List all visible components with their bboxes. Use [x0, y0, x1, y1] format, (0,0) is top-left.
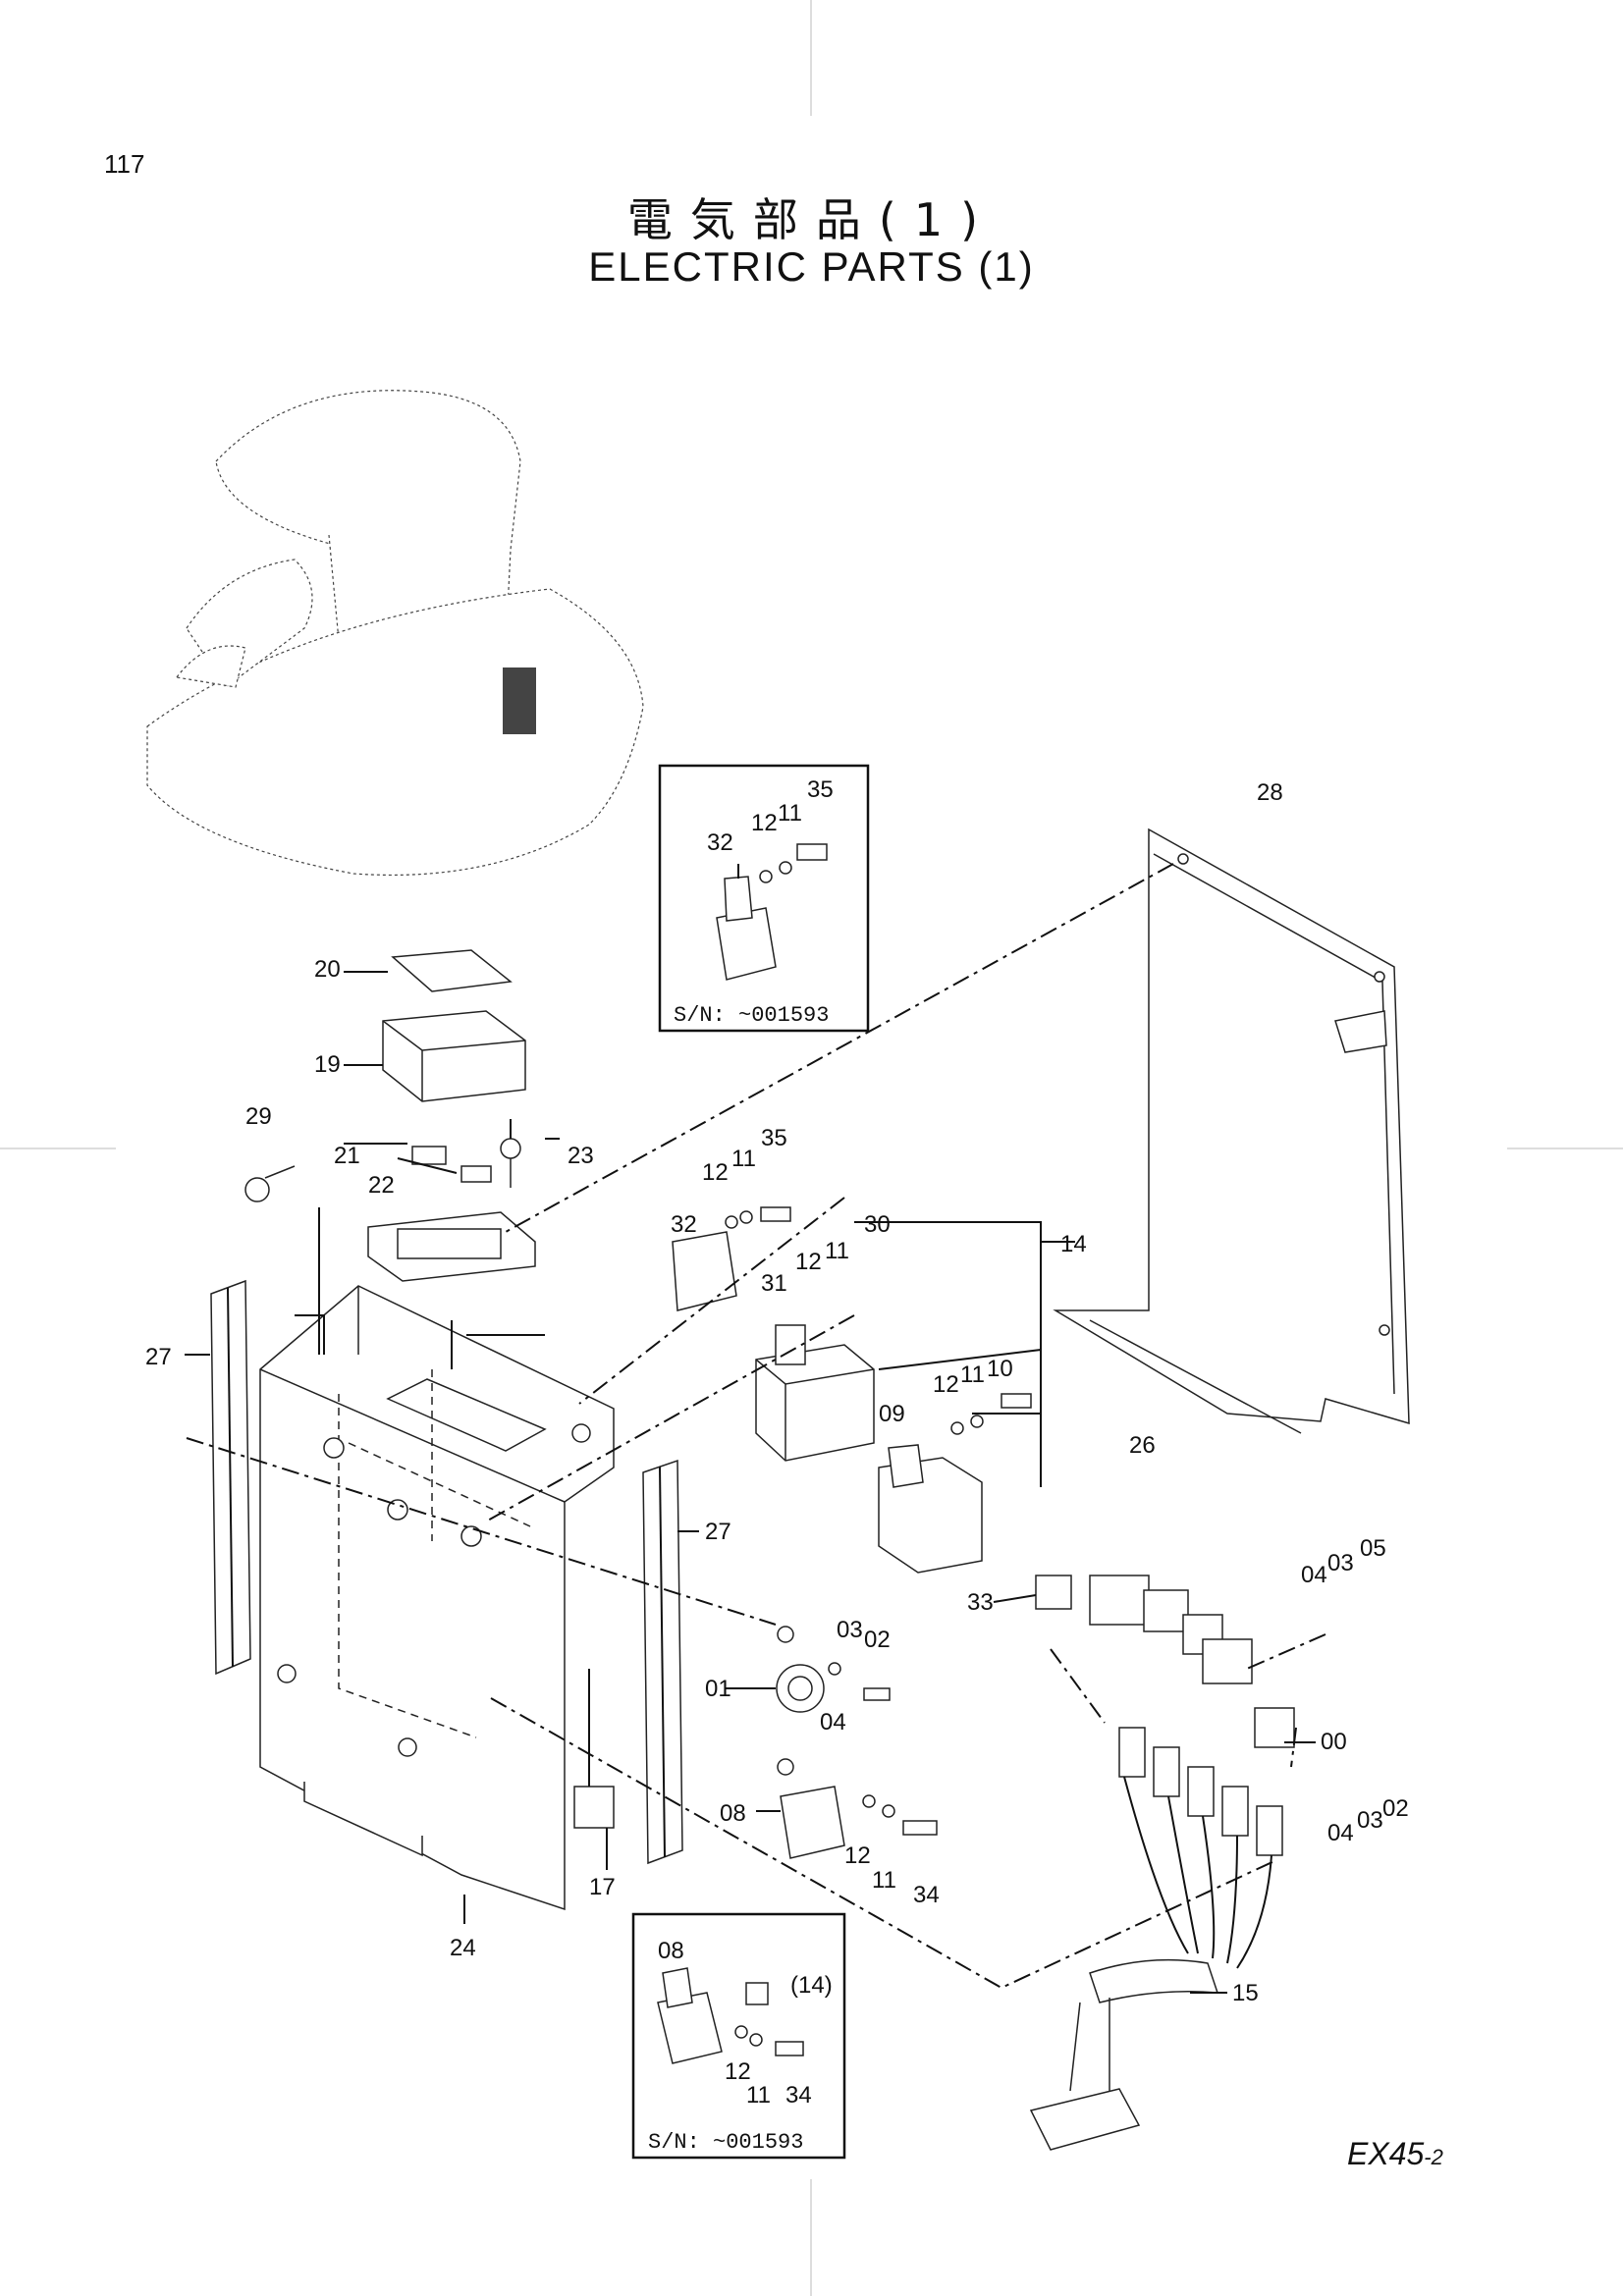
inset-bottom: 08 (14) 12 11 34 S/N: ~001593 — [631, 1912, 846, 2160]
callout-27-left: 27 — [145, 1344, 172, 1370]
relay-09 — [878, 1393, 1032, 1574]
inset-bottom-callout-12: 12 — [725, 2058, 751, 2085]
inset-bottom-callout-11: 11 — [746, 2082, 771, 2109]
title-english: ELECTRIC PARTS (1) — [588, 243, 1035, 290]
callout-28: 28 — [1257, 779, 1283, 806]
callout-03-b: 03 — [837, 1617, 863, 1643]
connector-17 — [573, 1669, 615, 1829]
relay-33 — [1035, 1575, 1072, 1610]
wire-harness-15 — [1029, 1575, 1283, 2151]
callout-03-c: 03 — [1357, 1807, 1383, 1834]
inset-bottom-callout-14: (14) — [790, 1972, 833, 1999]
operator-seat-reference — [146, 390, 644, 877]
callout-31: 31 — [761, 1270, 787, 1297]
leader-lines — [185, 863, 1326, 2043]
relay-00 — [1254, 1707, 1295, 1748]
inset-bottom-callout-08: 08 — [658, 1938, 684, 1964]
page-number: 117 — [104, 149, 145, 179]
callout-05: 05 — [1360, 1535, 1386, 1562]
callout-10: 10 — [987, 1356, 1013, 1382]
callout-20: 20 — [314, 956, 341, 983]
electrical-box-24 — [259, 1285, 615, 1911]
callout-09: 09 — [879, 1401, 905, 1427]
inset-top-callout-32: 32 — [707, 829, 733, 856]
callout-12-d: 12 — [844, 1842, 871, 1869]
callout-11-b: 11 — [825, 1238, 849, 1264]
callout-11-d: 11 — [872, 1867, 896, 1894]
callout-23: 23 — [568, 1143, 594, 1169]
callout-00: 00 — [1321, 1729, 1347, 1755]
callout-11-a: 11 — [731, 1146, 756, 1172]
callout-35: 35 — [761, 1125, 787, 1151]
callout-labels: 28 20 19 29 21 23 22 32 12 11 35 30 12 1… — [145, 779, 1409, 2006]
callout-19: 19 — [314, 1051, 341, 1078]
callout-12-b: 12 — [795, 1249, 822, 1275]
callout-24: 24 — [450, 1935, 476, 1961]
callout-15: 15 — [1232, 1980, 1259, 2006]
callout-34: 34 — [913, 1882, 940, 1908]
callout-11-c: 11 — [960, 1362, 985, 1388]
callout-33: 33 — [967, 1589, 994, 1616]
callout-04-b: 04 — [820, 1709, 846, 1735]
relay-32 — [672, 1206, 791, 1311]
callout-14: 14 — [1060, 1231, 1087, 1257]
inset-top: 32 12 11 35 S/N: ~001593 — [658, 764, 870, 1033]
callout-12-c: 12 — [933, 1371, 959, 1398]
rubber-strip-27-left — [210, 1279, 251, 1676]
inset-top-callout-12: 12 — [751, 810, 778, 836]
callout-29: 29 — [245, 1103, 272, 1130]
model-code-main: EX45 — [1347, 2136, 1425, 2171]
fuse-box-assembly — [244, 949, 536, 1282]
callout-12-a: 12 — [702, 1159, 729, 1186]
callout-27-right: 27 — [705, 1519, 731, 1545]
relay-08 — [777, 1758, 938, 1859]
callout-30: 30 — [864, 1211, 891, 1238]
inset-top-serial-note: S/N: ~001593 — [674, 1003, 829, 1028]
callout-04-a: 04 — [1301, 1562, 1327, 1588]
callout-02-a: 02 — [864, 1627, 891, 1653]
bracket-panel-26 — [1053, 828, 1410, 1434]
callout-32: 32 — [671, 1211, 697, 1238]
seat-switch-marker — [503, 667, 536, 734]
inset-bottom-serial-note: S/N: ~001593 — [648, 2130, 803, 2155]
buzzer-01 — [776, 1626, 891, 1713]
callout-01: 01 — [705, 1676, 731, 1702]
relay-31 — [755, 1324, 875, 1462]
callout-21: 21 — [334, 1143, 360, 1169]
inset-top-callout-11: 11 — [778, 800, 802, 827]
callout-22: 22 — [368, 1172, 395, 1199]
title-japanese: 電気部品(1) — [626, 193, 997, 246]
inset-bottom-callout-34: 34 — [785, 2082, 812, 2109]
callout-02-b: 02 — [1382, 1795, 1409, 1822]
rubber-strip-27-right — [642, 1459, 683, 1865]
inset-top-callout-35: 35 — [807, 776, 834, 803]
callout-26: 26 — [1129, 1432, 1156, 1459]
callout-03-a: 03 — [1327, 1550, 1354, 1576]
model-code: EX45-2 — [1347, 2136, 1443, 2172]
callout-17: 17 — [589, 1874, 616, 1900]
model-code-suffix: -2 — [1424, 2145, 1443, 2169]
callout-04-c: 04 — [1327, 1820, 1354, 1846]
callout-08: 08 — [720, 1800, 746, 1827]
